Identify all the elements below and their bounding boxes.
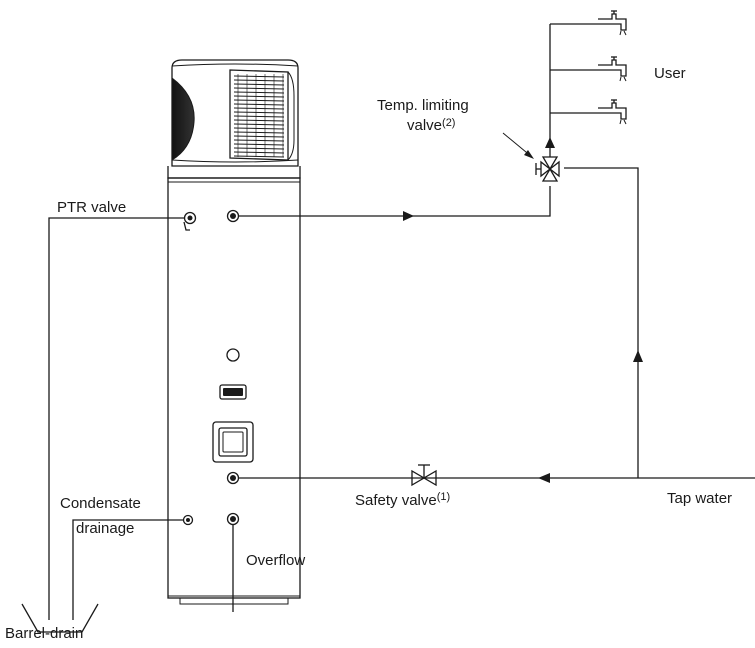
display-window xyxy=(219,384,247,400)
grille-slat xyxy=(233,79,285,82)
barrel-drain-symbol xyxy=(21,603,99,633)
safety-valve-label-main: Safety valve xyxy=(355,492,437,509)
ptr-valve-fitting xyxy=(183,211,197,231)
grille-slat xyxy=(233,95,285,98)
grille-slat xyxy=(233,131,285,134)
grille-slat xyxy=(233,155,285,158)
heat-pump-head xyxy=(171,59,299,167)
safety-valve-label: Safety valve(1) xyxy=(355,491,450,509)
overflow-outlet-fitting xyxy=(226,512,240,526)
grille-slat xyxy=(233,107,285,110)
overflow-label: Overflow xyxy=(246,552,305,569)
grille-slat xyxy=(233,123,285,126)
condensate-drain-pipe xyxy=(72,519,184,620)
grille-slat xyxy=(233,119,285,122)
grille-slat xyxy=(233,151,285,154)
ptr-drain-pipe xyxy=(48,217,184,620)
user-label: User xyxy=(654,65,686,82)
safety-valve-symbol xyxy=(411,464,437,487)
pipework xyxy=(48,23,755,620)
grille-slat xyxy=(233,147,285,150)
hot-water-pipe xyxy=(239,186,551,217)
grille-slat xyxy=(233,139,285,142)
grille-slat xyxy=(233,103,285,106)
grille-slat xyxy=(233,91,285,94)
user-tap-3 xyxy=(598,99,627,125)
temp-limiting-valve-symbol xyxy=(535,156,560,182)
temp-valve-label-line1: Temp. limiting xyxy=(377,97,469,114)
temp-valve-label-sup: (2) xyxy=(442,117,455,129)
condensate-outlet-fitting xyxy=(182,514,194,526)
grille-slat xyxy=(233,143,285,146)
condensate-label-line2: drainage xyxy=(76,520,134,537)
cold-bypass-pipe xyxy=(564,167,639,478)
grille-slat xyxy=(233,135,285,138)
air-grille-frame xyxy=(229,69,289,161)
temp-valve-label-main: valve xyxy=(407,117,442,134)
air-grille xyxy=(233,74,285,158)
valve-pointer-arrow xyxy=(524,150,534,159)
grille-slat xyxy=(233,75,285,78)
grille-slat xyxy=(233,87,285,90)
flow-arrow-hot xyxy=(403,211,414,221)
grille-slat xyxy=(233,115,285,118)
grille-slat xyxy=(233,99,285,102)
flow-arrow-bypass xyxy=(633,350,643,362)
flow-arrow-user xyxy=(545,137,555,148)
barrel-drain-label: Barrel-drain xyxy=(5,625,83,642)
grille-slat xyxy=(233,127,285,130)
grille-slat xyxy=(233,83,285,86)
safety-valve-label-sup: (1) xyxy=(437,491,450,503)
user-tap-1 xyxy=(598,10,627,36)
user-tap-2 xyxy=(598,56,627,82)
tank-body xyxy=(167,166,301,605)
control-panel xyxy=(212,421,254,463)
hot-water-outlet-fitting xyxy=(226,209,240,223)
tap-water-label: Tap water xyxy=(667,490,732,507)
condensate-label-line1: Condensate xyxy=(60,495,141,512)
side-panel-shape xyxy=(171,76,195,161)
grille-slat xyxy=(233,111,285,114)
heat-pump-unit xyxy=(167,59,301,605)
flow-arrow-inlet xyxy=(538,473,550,483)
ptr-valve-label: PTR valve xyxy=(57,199,126,216)
temp-valve-label-line2: valve(2) xyxy=(407,117,455,134)
sensor-port xyxy=(226,348,240,362)
cold-water-inlet-fitting xyxy=(226,471,240,485)
